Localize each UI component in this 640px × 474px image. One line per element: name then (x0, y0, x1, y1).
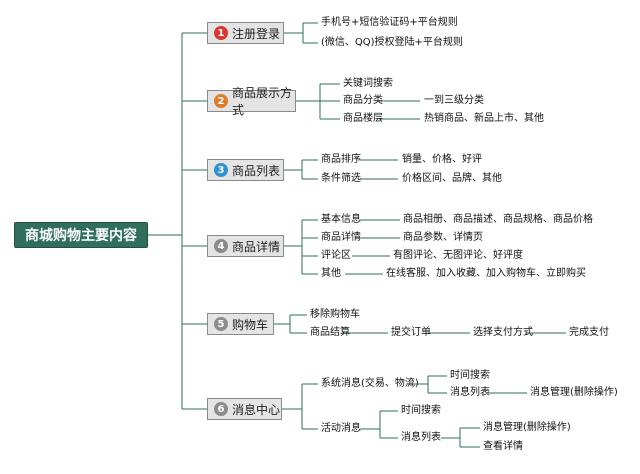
number-badge-4: 4 (214, 239, 228, 253)
branch-label: 商品展示方式 (232, 86, 293, 117)
leaf-text: 条件筛选 (321, 173, 361, 184)
leaf-text: 移除购物车 (310, 309, 360, 320)
chain-step: 选择支付方式 (473, 327, 533, 338)
leaf-text: 关键词搜索 (343, 78, 393, 89)
branch-label: 注册登录 (232, 26, 281, 41)
leaf-text: 其他 (321, 268, 341, 279)
branch-label: 消息中心 (232, 402, 281, 417)
branch-product-display: 2 商品展示方式 (207, 86, 296, 117)
leaf-detail: 销量、价格、好评 (402, 154, 482, 165)
leaf-child: 时间搜索 (450, 370, 490, 381)
leaf-text: 商品楼层 (343, 113, 383, 124)
branch-cart: 5 购物车 (207, 313, 274, 335)
leaf-text: 评论区 (321, 250, 351, 261)
number-badge-6: 6 (214, 402, 228, 416)
branch-product-list: 3 商品列表 (207, 159, 284, 181)
leaf-detail: 价格区间、品牌、其他 (402, 173, 502, 184)
leaf-text: 活动消息 (321, 423, 361, 434)
branch-message-center: 6 消息中心 (207, 398, 282, 420)
leaf-detail: 在线客服、加入收藏、加入购物车、立即购买 (386, 268, 586, 279)
leaf-grandchild: 消息管理(删除操作) (483, 422, 571, 433)
branch-label: 购物车 (232, 317, 269, 332)
branch-product-detail: 4 商品详情 (207, 235, 284, 257)
leaf-text: 基本信息 (321, 214, 361, 225)
leaf-text: 商品排序 (321, 154, 361, 165)
leaf-detail: 热销商品、新品上市、其他 (424, 113, 544, 124)
number-badge-1: 1 (214, 26, 228, 40)
root-topic: 商城购物主要内容 (14, 222, 148, 248)
branch-register-login: 1 注册登录 (207, 22, 284, 44)
leaf-text: 商品结算 (310, 327, 350, 338)
leaf-detail: 有图评论、无图评论、好评度 (393, 250, 523, 261)
leaf-child: 消息列表 (450, 387, 490, 398)
leaf-text: 商品详情 (321, 232, 361, 243)
number-badge-5: 5 (214, 317, 228, 331)
number-badge-2: 2 (214, 94, 228, 108)
chain-step: 提交订单 (391, 327, 431, 338)
leaf-child: 消息列表 (401, 432, 441, 443)
leaf-text: 手机号+短信验证码+平台规则 (321, 17, 458, 28)
leaf-grandchild: 查看详情 (483, 441, 523, 452)
leaf-text: 系统消息(交易、物流) (321, 378, 419, 389)
leaf-grandchild: 消息管理(删除操作) (530, 387, 618, 398)
number-badge-3: 3 (214, 163, 228, 177)
leaf-text: 商品分类 (343, 95, 383, 106)
leaf-text: (微信、QQ)授权登陆+平台规则 (321, 37, 463, 48)
leaf-detail: 一到三级分类 (424, 95, 484, 106)
leaf-child: 时间搜索 (401, 405, 441, 416)
branch-label: 商品详情 (232, 239, 281, 254)
chain-step: 完成支付 (569, 327, 609, 338)
leaf-detail: 商品相册、商品描述、商品规格、商品价格 (403, 214, 593, 225)
branch-label: 商品列表 (232, 163, 281, 178)
leaf-detail: 商品参数、详情页 (403, 232, 483, 243)
